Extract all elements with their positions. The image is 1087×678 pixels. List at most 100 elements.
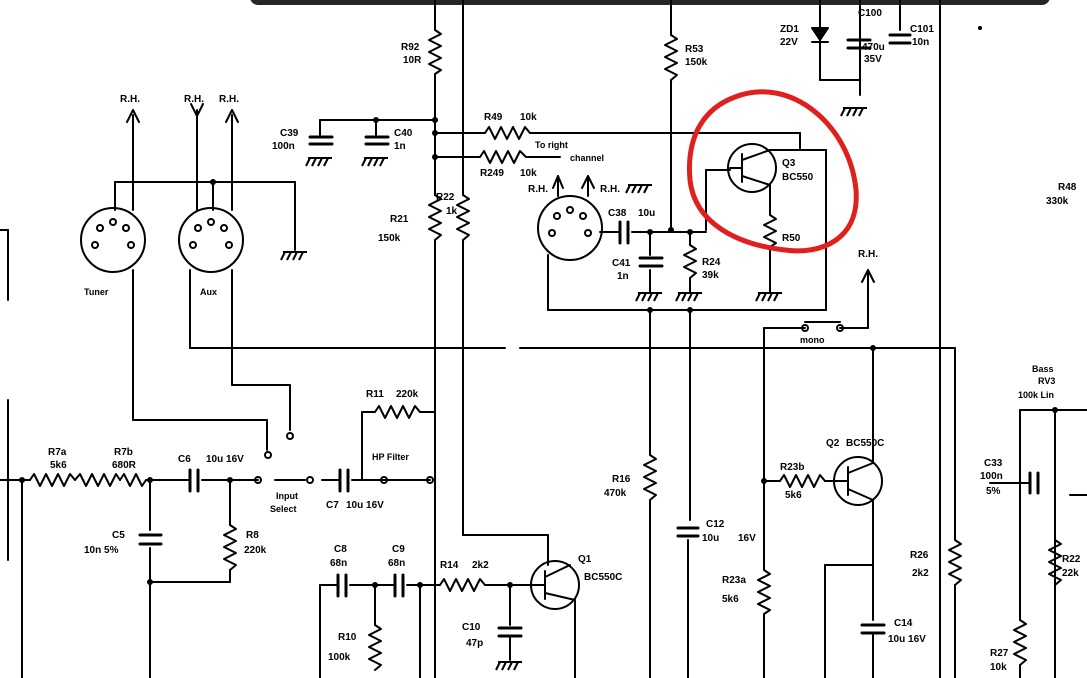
label-r10v: 100k — [328, 652, 351, 663]
label-c12v2: 16V — [738, 533, 756, 544]
label-c101: C101 — [910, 24, 934, 35]
label-r22bv: 22k — [1062, 568, 1079, 579]
label-q2: Q2 — [826, 438, 840, 449]
label-r16: R16 — [612, 474, 631, 485]
label-r22v: 1k — [446, 206, 458, 217]
transistor-q3 — [727, 143, 777, 193]
label-c10: C10 — [462, 622, 481, 633]
label-r26: R26 — [910, 550, 929, 561]
label-q1: Q1 — [578, 554, 592, 565]
label-c10v: 47p — [466, 638, 483, 649]
label-c14: C14 — [894, 618, 913, 629]
switch-contacts — [254, 321, 844, 484]
label-q2v: BC550C — [846, 438, 884, 449]
label-r53v: 150k — [685, 57, 708, 68]
label-r24v: 39k — [702, 270, 719, 281]
label-c6v: 10u 16V — [206, 454, 244, 465]
label-rh3: R.H. — [219, 94, 239, 105]
label-r7b: R7b — [114, 447, 133, 458]
label-r21: R21 — [390, 214, 409, 225]
label-c39: C39 — [280, 128, 299, 139]
label-input: Input — [276, 491, 298, 501]
label-q3: Q3 — [782, 158, 796, 169]
capacitors — [138, 33, 1040, 638]
label-q3v: BC550 — [782, 172, 814, 183]
label-c8: C8 — [334, 544, 347, 555]
label-aux: Aux — [200, 287, 217, 297]
label-r11v: 220k — [396, 389, 419, 400]
label-c9: C9 — [392, 544, 405, 555]
label-r26v: 2k2 — [912, 568, 929, 579]
red-annotation-circle — [686, 89, 859, 254]
component-labels: R92 10R R53 150k ZD1 22V C100 470u 35V C… — [48, 8, 1081, 673]
label-c7: C7 — [326, 500, 339, 511]
label-c100: C100 — [858, 8, 882, 19]
label-r249: R249 — [480, 168, 504, 179]
label-r7av: 5k6 — [50, 460, 67, 471]
din-socket-aux — [178, 207, 244, 273]
label-rh1: R.H. — [120, 94, 140, 105]
label-r16v: 470k — [604, 488, 627, 499]
label-c39v: 100n — [272, 141, 295, 152]
label-r249v: 10k — [520, 168, 537, 179]
label-r7bv: 680R — [112, 460, 137, 471]
label-r23bv: 5k6 — [785, 490, 802, 501]
label-c38v: 10u — [638, 208, 655, 219]
label-r10: R10 — [338, 632, 357, 643]
label-c14v: 10u 16V — [888, 634, 926, 645]
label-rv3: RV3 — [1038, 376, 1055, 386]
label-r23b: R23b — [780, 462, 804, 473]
label-zd1: ZD1 — [780, 24, 799, 35]
label-r8: R8 — [246, 530, 259, 541]
label-c12: C12 — [706, 519, 725, 530]
label-c40: C40 — [394, 128, 413, 139]
label-hpfilter: HP Filter — [372, 452, 409, 462]
din-socket-right — [537, 195, 603, 261]
label-c100v: 470u — [862, 42, 885, 53]
label-c40v: 1n — [394, 141, 406, 152]
label-r27v: 10k — [990, 662, 1007, 673]
label-c8v: 68n — [330, 558, 347, 569]
label-r11: R11 — [366, 389, 384, 400]
label-rh5: R.H. — [600, 184, 620, 195]
label-rh2: R.H. — [184, 94, 204, 105]
label-mono: mono — [800, 335, 825, 345]
label-c33: C33 — [984, 458, 1003, 469]
label-c100v2: 35V — [864, 54, 882, 65]
label-c9v: 68n — [388, 558, 405, 569]
transistor-q1 — [529, 560, 580, 610]
label-rh4: R.H. — [528, 184, 548, 195]
label-r14v: 2k2 — [472, 560, 489, 571]
zener-diode — [811, 27, 829, 43]
label-c41: C41 — [612, 258, 631, 269]
label-r24: R24 — [702, 257, 721, 268]
label-rv3v: 100k Lin — [1018, 390, 1054, 400]
label-c6: C6 — [178, 454, 191, 465]
label-r49: R49 — [484, 112, 503, 123]
label-r23av: 5k6 — [722, 594, 739, 605]
transistor-q2 — [833, 456, 883, 506]
window-title-bar — [250, 0, 1050, 5]
label-c41v: 1n — [617, 271, 629, 282]
label-r50: R50 — [782, 233, 801, 244]
label-r48: R48 — [1058, 182, 1077, 193]
label-select: Select — [270, 504, 297, 514]
label-r8v: 220k — [244, 545, 267, 556]
label-c101v: 10n — [912, 37, 929, 48]
label-r22b: R22 — [1062, 554, 1081, 565]
label-c33v2: 5% — [986, 486, 1001, 497]
label-tuner: Tuner — [84, 287, 109, 297]
label-q1v: BC550C — [584, 572, 622, 583]
label-r48v: 330k — [1046, 196, 1069, 207]
label-r49v: 10k — [520, 112, 537, 123]
label-r7a: R7a — [48, 447, 67, 458]
label-bass: Bass — [1032, 364, 1054, 374]
label-toright: To right — [535, 140, 568, 150]
label-r92v: 10R — [403, 55, 422, 66]
label-c7v: 10u 16V — [346, 500, 384, 511]
rh-arrows — [126, 103, 875, 283]
label-channel: channel — [570, 153, 604, 163]
label-c33v: 100n — [980, 471, 1003, 482]
label-rh6: R.H. — [858, 249, 878, 260]
